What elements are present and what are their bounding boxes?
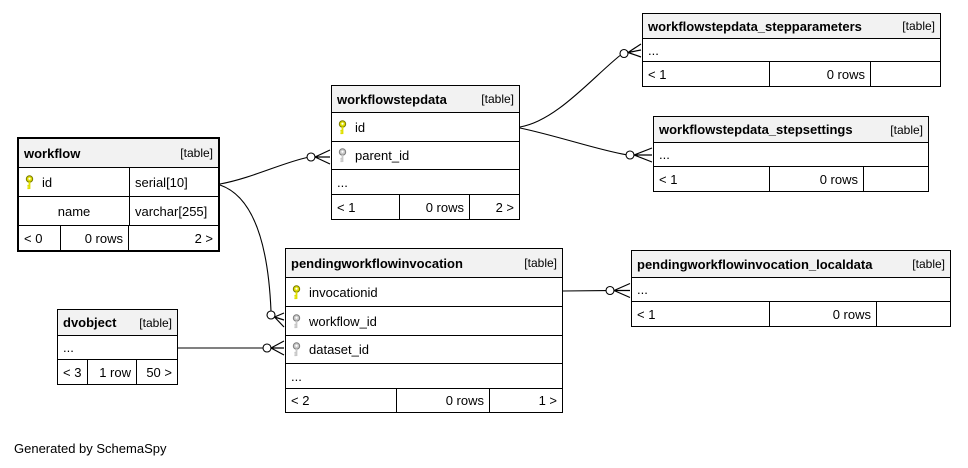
relationship-workflow-to-pendingworkflowinvocation	[219, 184, 285, 328]
table-badge: [table]	[912, 257, 945, 271]
relationship-workflowstepdata-to-stepparameters	[519, 43, 642, 128]
footer-prev: < 3	[63, 364, 82, 380]
table-pendingworkflowinvocation[interactable]: pendingworkflowinvocation [table] invoca…	[285, 248, 563, 413]
table-workflow[interactable]: workflow [table] id serial[10] name varc…	[17, 137, 220, 252]
table-pendingworkflowinvocation-localdata[interactable]: pendingworkflowinvocation_localdata [tab…	[631, 250, 951, 327]
footer-rows: 0 rows	[769, 62, 870, 86]
table-badge: [table]	[524, 256, 557, 270]
table-title: pendingworkflowinvocation_localdata	[637, 256, 873, 272]
column-name: invocationid	[309, 284, 378, 300]
relationship-pendingworkflowinvocation-to-localdata	[562, 282, 631, 299]
table-badge: [table]	[180, 146, 213, 160]
footer-next: 50 >	[136, 360, 177, 384]
footer-next	[863, 167, 928, 191]
foreign-key-icon	[337, 148, 348, 163]
relationship-workflowstepdata-to-stepsettings	[519, 127, 653, 163]
more-columns-ellipsis: ...	[632, 277, 950, 301]
table-title: dvobject	[63, 315, 117, 330]
foreign-key-icon	[291, 342, 302, 357]
table-workflowstepdata-stepparameters[interactable]: workflowstepdata_stepparameters [table] …	[642, 13, 941, 87]
table-title: workflow	[24, 145, 81, 161]
primary-key-icon	[337, 119, 348, 135]
column-name: dataset_id	[309, 342, 369, 357]
table-title: workflowstepdata_stepparameters	[648, 18, 862, 34]
more-columns-ellipsis: ...	[286, 363, 562, 388]
column-name: workflow_id	[309, 313, 377, 329]
footer-next: 2 >	[469, 195, 519, 219]
footer-prev: < 2	[291, 393, 310, 408]
table-badge: [table]	[902, 19, 935, 33]
footer-prev: < 0	[24, 230, 43, 246]
footer-prev: < 1	[648, 66, 667, 82]
column-row-invocationid: invocationid	[286, 277, 562, 306]
generator-note: Generated by SchemaSpy	[14, 441, 167, 456]
column-name: name	[57, 203, 91, 219]
table-dvobject[interactable]: dvobject [table] ... < 3 1 row 50 >	[57, 309, 178, 385]
primary-key-icon	[291, 284, 302, 300]
table-workflowstepdata[interactable]: workflowstepdata [table] id parent_id ..…	[331, 85, 520, 220]
table-title: workflowstepdata	[337, 91, 447, 107]
footer-next: 2 >	[128, 226, 218, 250]
column-row-id: id	[332, 112, 519, 141]
column-row-id: id serial[10]	[19, 167, 218, 196]
table-title: workflowstepdata_stepsettings	[659, 122, 853, 137]
column-name: parent_id	[355, 148, 410, 163]
footer-prev: < 1	[337, 199, 356, 215]
relationship-dvobject-to-pendingworkflowinvocation	[178, 340, 285, 356]
table-badge: [table]	[890, 122, 923, 137]
table-badge: [table]	[481, 92, 514, 106]
column-row-dataset-id: dataset_id	[286, 335, 562, 363]
footer-next	[876, 302, 950, 326]
more-columns-ellipsis: ...	[654, 142, 928, 166]
more-columns-ellipsis: ...	[643, 38, 940, 61]
footer-rows: 1 row	[87, 360, 136, 384]
primary-key-icon	[24, 174, 35, 190]
more-columns-ellipsis: ...	[332, 169, 519, 194]
foreign-key-icon	[291, 313, 302, 329]
footer-rows: 0 rows	[399, 195, 469, 219]
footer-next: 1 >	[489, 389, 562, 412]
column-name: id	[42, 174, 53, 190]
table-workflowstepdata-stepsettings[interactable]: workflowstepdata_stepsettings [table] ..…	[653, 116, 929, 192]
column-row-name: name varchar[255]	[19, 196, 218, 225]
footer-rows: 0 rows	[396, 389, 489, 412]
table-badge: [table]	[139, 315, 172, 330]
column-row-parent-id: parent_id	[332, 141, 519, 169]
footer-prev: < 1	[637, 306, 656, 322]
column-type: varchar[255]	[129, 197, 218, 225]
relationship-workflow-to-workflowstepdata	[219, 149, 331, 185]
footer-next	[870, 62, 940, 86]
column-type: serial[10]	[129, 168, 218, 196]
footer-rows: 0 rows	[769, 302, 876, 326]
footer-rows: 0 rows	[769, 167, 863, 191]
footer-rows: 0 rows	[60, 226, 128, 250]
footer-prev: < 1	[659, 171, 678, 187]
table-title: pendingworkflowinvocation	[291, 255, 463, 271]
column-name: id	[355, 119, 366, 135]
column-row-workflow-id: workflow_id	[286, 306, 562, 335]
more-columns-ellipsis: ...	[58, 335, 177, 359]
